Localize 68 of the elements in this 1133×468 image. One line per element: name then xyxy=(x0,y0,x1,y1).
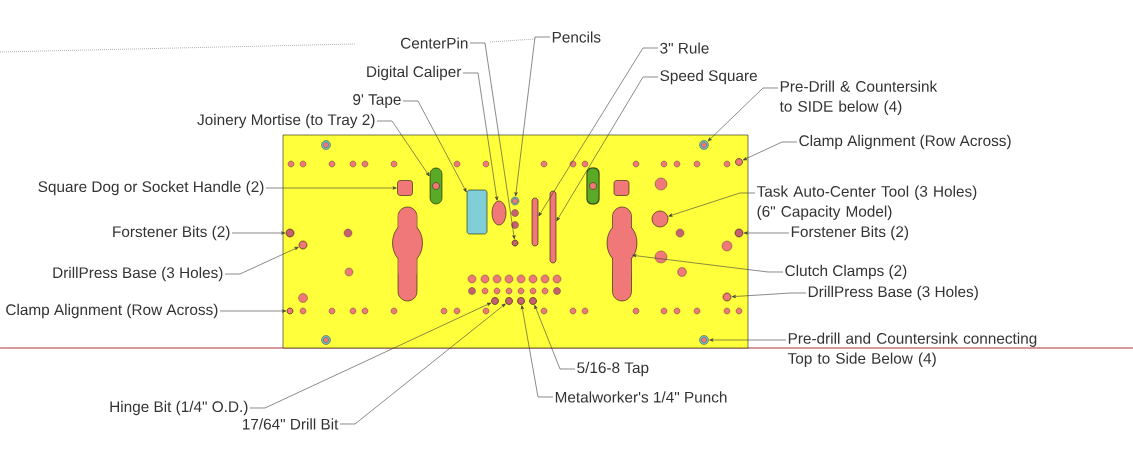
clamp-slot xyxy=(392,206,423,302)
callout-label: Clamp Alignment (Row Across) xyxy=(6,303,218,319)
leader-line xyxy=(514,36,551,197)
alignment-hole xyxy=(286,307,294,315)
base-hole xyxy=(722,292,732,302)
callout-label: Speed Square xyxy=(660,69,757,85)
leader-line xyxy=(339,303,506,425)
mortise-slot xyxy=(429,167,443,205)
leader-line xyxy=(462,72,499,201)
callout-label: Task Auto-Center Tool (3 Holes) (6" Capacity Model) xyxy=(756,185,977,220)
leader-line xyxy=(742,141,798,161)
callout-label: Metalworker's 1/4" Punch xyxy=(555,391,727,403)
leader-line xyxy=(632,254,784,273)
callout-label: Pre-drill and Countersink connecting Top to Side Below (4) xyxy=(787,332,1037,367)
leader-line xyxy=(538,47,659,217)
alignment-hole xyxy=(735,158,743,166)
callout-label: 5/16-8 Tap xyxy=(577,361,649,377)
bit-hole xyxy=(517,297,525,305)
callout-label: 17/64" Drill Bit xyxy=(242,418,339,430)
leader-line xyxy=(534,305,576,370)
callout-label: DrillPress Base (3 Holes) xyxy=(808,285,978,301)
callout-label: Digital Caliper xyxy=(367,65,462,81)
caliper-pocket xyxy=(491,200,507,226)
base-hole xyxy=(298,240,308,250)
callout-label: DrillPress Base (3 Holes) xyxy=(53,266,223,282)
leader-line xyxy=(265,186,397,190)
leader-line xyxy=(469,42,516,240)
callout-label: Clutch Clamps (2) xyxy=(785,264,907,280)
clamp-slot xyxy=(606,206,638,302)
leader-line xyxy=(376,120,430,177)
callout-label: Forstener Bits (2) xyxy=(113,225,230,241)
screw-hole xyxy=(699,335,709,345)
callout-label: CenterPin xyxy=(401,37,468,49)
leader-line xyxy=(249,302,492,409)
bit-hole xyxy=(491,297,499,305)
callout-label: Square Dog or Socket Handle (2) xyxy=(38,180,264,196)
leader-line xyxy=(709,338,787,342)
pin-hole xyxy=(510,196,520,206)
leader-line xyxy=(556,76,659,222)
leader-line xyxy=(219,309,287,313)
callout-label: Pre-Drill & Countersink to SIDE below (4) xyxy=(779,80,938,115)
callout-label: Hinge Bit (1/4" O.D.) xyxy=(110,400,248,416)
tape-pocket xyxy=(466,189,488,235)
square-slot xyxy=(549,190,557,264)
tool-hole xyxy=(651,210,669,228)
bit-hole xyxy=(285,228,295,238)
leader-line xyxy=(731,292,807,299)
callout-label: 9' Tape xyxy=(353,94,401,108)
dog-hole xyxy=(397,180,413,196)
bit-hole xyxy=(734,228,744,238)
pencil-hole xyxy=(511,239,519,247)
callout-label: Clamp Alignment (Row Across) xyxy=(799,134,1011,150)
callout-label: Pencils xyxy=(552,31,601,43)
rule-slot xyxy=(531,197,539,247)
dog-hole xyxy=(613,180,630,196)
leader-line xyxy=(224,246,299,275)
callout-label: 3" Rule xyxy=(660,42,709,54)
bit-hole xyxy=(505,297,513,305)
screw-hole xyxy=(699,140,709,150)
leader-line xyxy=(402,100,467,193)
leader-line xyxy=(520,305,554,398)
callout-label: Joinery Mortise (to Tray 2) xyxy=(197,113,375,129)
leader-line xyxy=(743,231,790,235)
callout-label: Forstener Bits (2) xyxy=(791,225,909,241)
bit-hole xyxy=(529,297,537,305)
leader-line xyxy=(707,87,779,142)
leader-line xyxy=(231,231,286,235)
leader-line xyxy=(668,192,756,217)
